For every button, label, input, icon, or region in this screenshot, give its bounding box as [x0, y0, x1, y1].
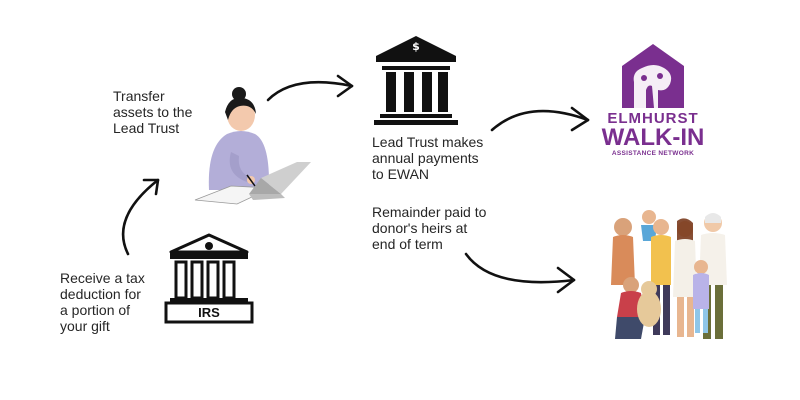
remainder-label: Remainder paid to donor's heirs at end o…	[372, 204, 487, 252]
tax-deduction-label: Receive a tax deduction for a portion of…	[60, 270, 145, 334]
irs-building-icon: IRS	[164, 232, 254, 324]
lead-trust-payments-label: Lead Trust makes annual payments to EWAN	[372, 134, 484, 182]
person-laptop-illustration	[185, 82, 315, 212]
arrow-to-family	[462, 250, 578, 296]
logo-line-elmhurst: ELMHURST	[607, 110, 699, 127]
dollar-sign-icon: $	[412, 40, 420, 53]
house-tree-logo-icon	[622, 44, 684, 108]
arrow-to-bank	[266, 70, 356, 104]
logo-line-walk-in: WALK-IN	[601, 124, 705, 151]
bank-icon: $	[372, 34, 460, 126]
logo-line-network: ASSISTANCE NETWORK	[611, 150, 695, 157]
family-illustration	[605, 205, 745, 350]
ewan-logo: ELMHURST WALK-IN ASSISTANCE NETWORK	[598, 38, 708, 158]
arrow-irs-to-person	[114, 172, 164, 258]
transfer-assets-label: Transfer assets to the Lead Trust	[113, 88, 193, 136]
arrow-to-ewan	[488, 100, 592, 134]
irs-text: IRS	[198, 305, 220, 320]
